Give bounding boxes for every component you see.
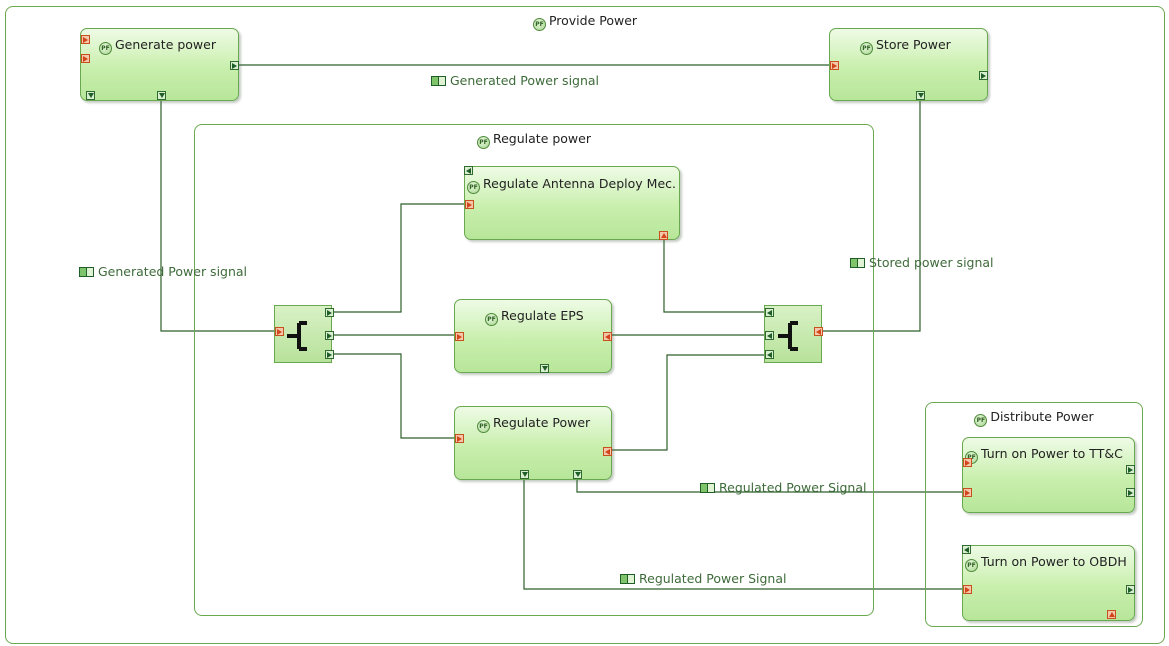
input-port[interactable] xyxy=(1107,610,1116,619)
input-port[interactable] xyxy=(455,434,464,443)
functional-exchange-icon xyxy=(431,76,446,86)
split-node[interactable] xyxy=(274,305,334,363)
input-port[interactable] xyxy=(81,54,90,63)
functional-exchange-icon xyxy=(79,267,94,277)
output-port[interactable] xyxy=(765,308,774,317)
output-port[interactable] xyxy=(1126,465,1135,474)
output-port[interactable] xyxy=(573,470,582,479)
input-port[interactable] xyxy=(963,585,972,594)
exchange-label[interactable]: Regulated Power Signal xyxy=(700,480,866,495)
pf-function-icon: PF xyxy=(532,18,546,31)
pf-function-icon: PF xyxy=(860,42,873,55)
input-port[interactable] xyxy=(81,35,90,44)
input-port[interactable] xyxy=(275,327,284,336)
wire-antenna-to-join xyxy=(663,238,765,313)
output-port[interactable] xyxy=(86,91,95,100)
output-port[interactable] xyxy=(230,61,239,70)
pf-function-icon: PF xyxy=(99,42,112,55)
exchange-label[interactable]: Generated Power signal xyxy=(79,264,247,279)
wire-store-to-join xyxy=(822,99,921,332)
output-port[interactable] xyxy=(540,364,549,373)
pf-function-icon: PF xyxy=(485,313,498,326)
output-port[interactable] xyxy=(765,350,774,359)
input-port[interactable] xyxy=(659,231,668,240)
output-port[interactable] xyxy=(1126,585,1135,594)
input-port[interactable] xyxy=(603,447,612,456)
input-port[interactable] xyxy=(814,327,823,336)
wire-generated-to-split xyxy=(160,99,275,332)
output-port[interactable] xyxy=(464,166,473,175)
output-port[interactable] xyxy=(325,331,334,340)
join-node[interactable] xyxy=(764,305,823,363)
output-port[interactable] xyxy=(157,91,166,100)
wire-regpower-to-ttc xyxy=(576,478,963,493)
input-port[interactable] xyxy=(963,458,972,467)
input-port[interactable] xyxy=(963,488,972,497)
output-port[interactable] xyxy=(962,545,971,554)
output-port[interactable] xyxy=(916,91,925,100)
exchange-label[interactable]: Stored power signal xyxy=(850,255,994,270)
input-port[interactable] xyxy=(830,61,839,70)
wire-regpower-to-join xyxy=(610,354,765,451)
pf-function-icon: PF xyxy=(965,559,978,572)
wire-split-to-antenna xyxy=(333,203,465,313)
functional-exchange-icon xyxy=(620,574,635,584)
split-node-icon xyxy=(287,321,307,351)
pf-function-icon: PF xyxy=(476,136,490,149)
functional-exchange-icon xyxy=(700,483,715,493)
functional-exchange-icon xyxy=(850,258,865,268)
wire-split-to-regpower xyxy=(333,353,455,439)
pf-function-icon: PF xyxy=(974,414,988,427)
pf-function-icon: PF xyxy=(477,420,490,433)
exchange-label[interactable]: Regulated Power Signal xyxy=(620,571,786,586)
exchange-label[interactable]: Generated Power signal xyxy=(431,73,599,88)
input-port[interactable] xyxy=(603,332,612,341)
pf-function-icon: PF xyxy=(467,181,480,194)
output-port[interactable] xyxy=(979,71,988,80)
output-port[interactable] xyxy=(765,331,774,340)
join-node-icon xyxy=(778,321,798,351)
output-port[interactable] xyxy=(325,308,334,317)
wire-regpower-to-obdh xyxy=(523,478,963,590)
input-port[interactable] xyxy=(465,200,474,209)
input-port[interactable] xyxy=(455,332,464,341)
output-port[interactable] xyxy=(325,350,334,359)
output-port[interactable] xyxy=(1126,488,1135,497)
output-port[interactable] xyxy=(520,470,529,479)
